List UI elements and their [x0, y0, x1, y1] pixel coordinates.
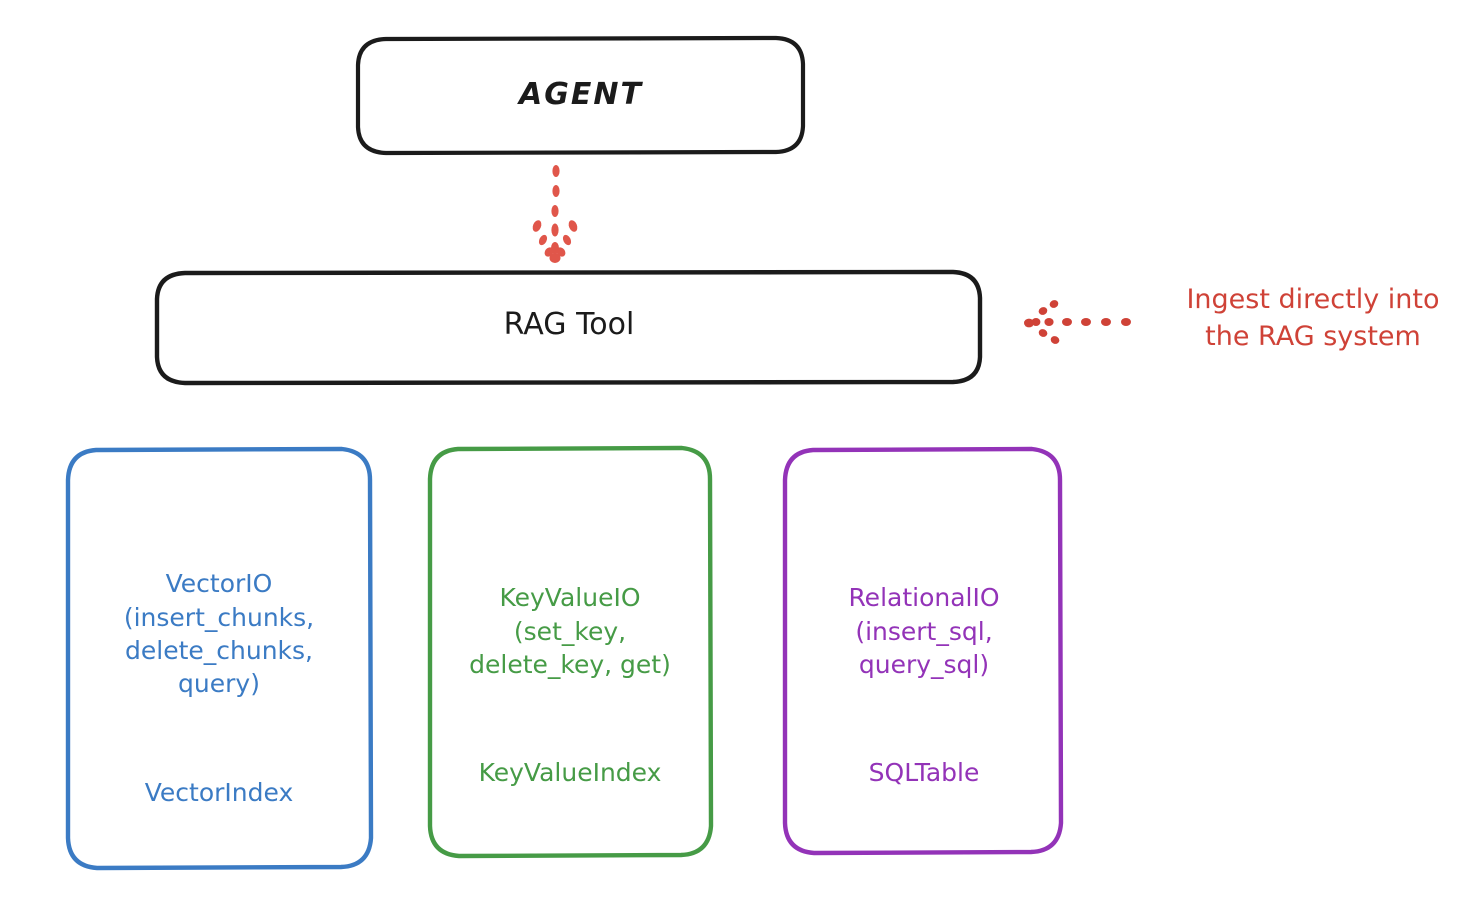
ingest-annotation-text: Ingest directly into the RAG system — [1186, 284, 1440, 353]
keyvalueio-index-text: KeyValueIndex — [478, 758, 662, 788]
rag-tool-box-label: RAG Tool — [503, 307, 635, 342]
keyvalueio-card[interactable] — [427, 445, 714, 859]
agent-box-label: AGENT — [519, 77, 643, 112]
annotation-arrow-icon — [1024, 300, 1131, 344]
keyvalueio-api-text: KeyValueIO (set_key, delete_key, get) — [469, 583, 671, 679]
relationalio-card[interactable] — [782, 446, 1064, 856]
keyvalueio-card-label: KeyValueIO (set_key, delete_key, get) Ke… — [430, 548, 710, 823]
vectorio-card[interactable] — [65, 446, 374, 871]
rag-tool-box — [154, 269, 983, 386]
vectorio-card-label: VectorIO (insert_chunks, delete_chunks, … — [70, 534, 368, 842]
relationalio-api-text: RelationalIO (insert_sql, query_sql) — [848, 583, 1000, 679]
relationalio-index-text: SQLTable — [868, 758, 980, 788]
relationalio-card-label: RelationalIO (insert_sql, query_sql) SQL… — [788, 548, 1060, 823]
agent-box — [355, 35, 806, 156]
vectorio-api-text: VectorIO (insert_chunks, delete_chunks, … — [123, 569, 315, 698]
agent-to-ragtool-arrow-icon — [532, 165, 578, 263]
vectorio-index-text: VectorIndex — [144, 777, 294, 807]
